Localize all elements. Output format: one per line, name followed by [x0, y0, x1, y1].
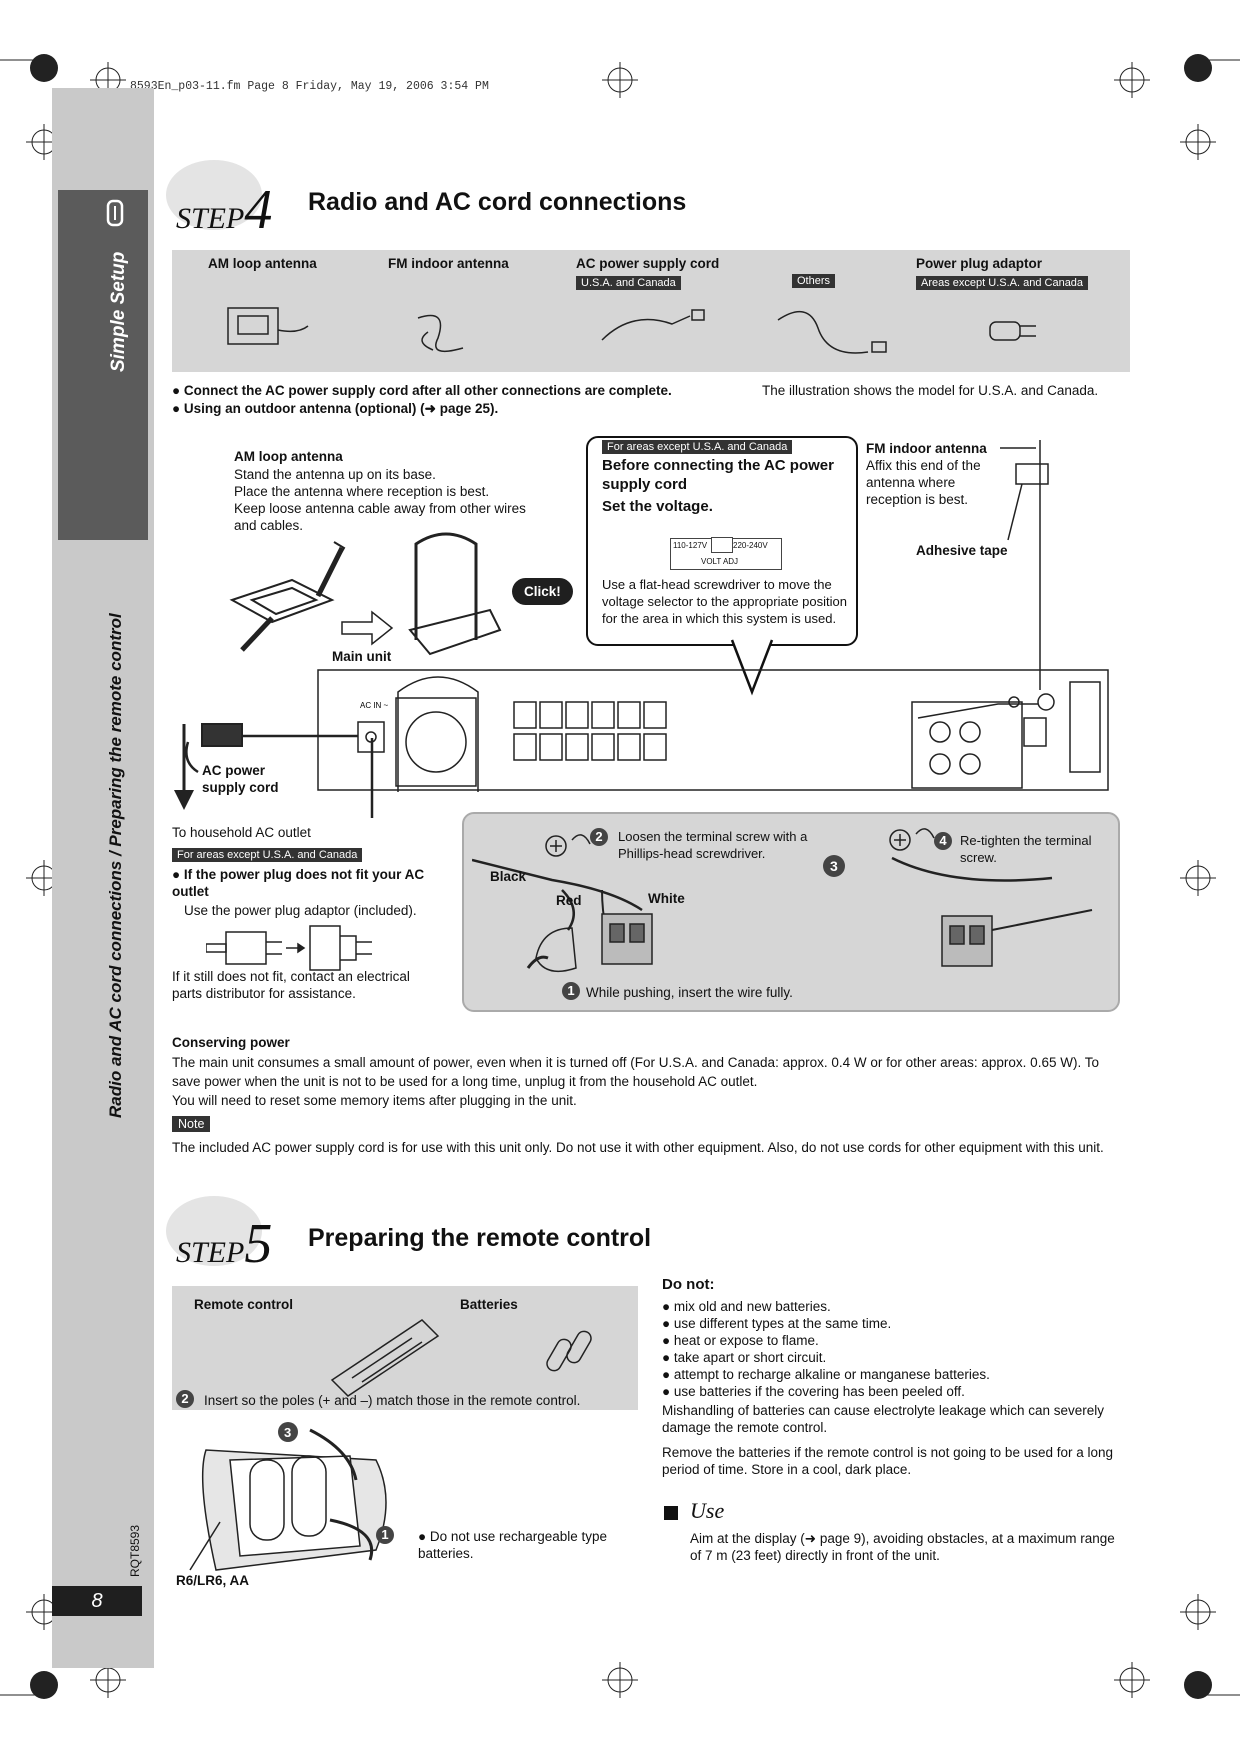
sidebar-tab	[58, 190, 148, 540]
accessories-box	[172, 250, 1130, 372]
wire-step-1-text: While pushing, insert the wire fully.	[586, 985, 793, 1000]
svg-text:AC IN ~: AC IN ~	[360, 701, 389, 710]
step4-heading: STEP4	[176, 179, 273, 241]
no-recharge: ● Do not use rechargeable type batteries…	[418, 1529, 608, 1561]
voltage-heading: Before connecting the AC power supply co…	[602, 457, 834, 493]
plug-bullet: ● If the power plug does not fit your AC…	[172, 867, 425, 899]
section-label: Radio and AC cord connections / Preparin…	[106, 613, 125, 1118]
remote-accessories-box	[172, 1286, 638, 1410]
use-bullet-square	[664, 1506, 678, 1520]
setup-icon	[100, 198, 130, 228]
insert-step-2: 2	[176, 1390, 194, 1408]
wire-connection-illustration: 3	[472, 828, 1093, 973]
fm-title: FM indoor antenna	[866, 441, 987, 456]
wire-connection-box	[462, 812, 1120, 1012]
remote-label: Remote control	[194, 1297, 294, 1312]
svg-text:3: 3	[284, 1425, 291, 1440]
connect-bullet: ● Connect the AC power supply cord after…	[172, 383, 672, 398]
conserving-title: Conserving power	[172, 1035, 290, 1050]
am-title: AM loop antenna	[234, 449, 343, 464]
note-label: Note	[172, 1116, 211, 1132]
acc-ac-tag: U.S.A. and Canada	[576, 276, 681, 290]
illustration-note: The illustration shows the model for U.S…	[762, 383, 1099, 398]
main-unit-rear-panel: AC IN ~	[185, 669, 1109, 818]
acc-ac-label: AC power supply cord	[576, 256, 720, 271]
insert-step-1: 1	[376, 1526, 394, 1544]
wire-step-2-text: Loosen the terminal screw with a Phillip…	[618, 829, 808, 861]
plug-tag: For areas except U.S.A. and Canada	[172, 848, 363, 862]
acc-adaptor-tag: Areas except U.S.A. and Canada	[916, 276, 1089, 290]
outdoor-bullet: ● Using an outdoor antenna (optional) (➜…	[172, 401, 499, 416]
simple-setup-label: Simple Setup	[108, 251, 129, 372]
wire-step-4-text: Re-tighten the terminal screw.	[960, 833, 1092, 865]
step-badge-bg	[166, 160, 262, 230]
am-line-1: Stand the antenna up on its base.	[234, 467, 436, 482]
do-not-item: ● attempt to recharge alkaline or mangan…	[662, 1367, 990, 1382]
do-not-item: ● heat or expose to flame.	[662, 1333, 819, 1348]
wire-step-2: 2	[590, 828, 608, 846]
wire-step-4: 4	[934, 832, 952, 850]
fm-desc: Affix this end of the antenna where rece…	[866, 458, 981, 507]
plug-adaptor-illustration	[206, 925, 372, 971]
use-title: Use	[690, 1498, 725, 1523]
note-text: The included AC power supply cord is for…	[172, 1140, 1104, 1155]
click-label: Click!	[512, 578, 573, 605]
wire-step-1: 1	[562, 982, 580, 1000]
accessories-illustrations	[227, 307, 1036, 354]
insert-text: Insert so the poles (+ and –) match thos…	[204, 1393, 581, 1408]
do-not-item: ● mix old and new batteries.	[662, 1299, 831, 1314]
svg-text:3: 3	[830, 858, 838, 874]
ac-power-label: AC power supply cord	[202, 763, 279, 795]
remote-batteries-illustration	[330, 1319, 592, 1397]
step4-title: Radio and AC cord connections	[308, 188, 687, 216]
plug-still: If it still does not fit, contact an ele…	[172, 969, 410, 1001]
fm-antenna-wire	[1000, 440, 1049, 690]
wire-black-label: Black	[490, 869, 527, 884]
conserving-p1: The main unit consumes a small amount of…	[172, 1055, 1099, 1089]
step5-badge-bg	[166, 1196, 262, 1266]
file-header: 8593En_p03-11.fm Page 8 Friday, May 19, …	[130, 80, 489, 93]
do-not-list: ● mix old and new batteries. ● use diffe…	[662, 1298, 1132, 1478]
do-not-title: Do not:	[662, 1276, 715, 1293]
do-not-item: ● take apart or short circuit.	[662, 1350, 827, 1365]
voltage-desc: Use a flat-head screwdriver to move the …	[602, 577, 847, 626]
acc-am-label: AM loop antenna	[208, 256, 317, 271]
page-number: 8	[52, 1586, 142, 1616]
wire-red-label: Red	[556, 893, 582, 908]
step5-heading: STEP5	[176, 1213, 273, 1275]
am-line-4: and cables.	[234, 518, 304, 533]
mishandling: Mishandling of batteries can cause elect…	[662, 1403, 1104, 1435]
voltage-tag: For areas except U.S.A. and Canada	[602, 440, 793, 454]
set-voltage: Set the voltage.	[602, 498, 713, 515]
batteries-label: Batteries	[460, 1297, 518, 1312]
doc-code: RQT8593	[128, 1524, 142, 1577]
to-outlet: To household AC outlet	[172, 825, 311, 840]
down-arrow	[174, 724, 194, 810]
am-antenna-illustration	[229, 532, 502, 656]
acc-others-tag: Others	[792, 274, 836, 288]
adhesive-tape-label: Adhesive tape	[916, 543, 1008, 558]
main-unit-label: Main unit	[332, 649, 392, 664]
wire-white-label: White	[648, 891, 685, 906]
battery-type: R6/LR6, AA	[176, 1573, 250, 1588]
voltage-selector: 110-127V 220-240V VOLT ADJ	[670, 537, 782, 570]
step5-title: Preparing the remote control	[308, 1224, 652, 1252]
callout-pointer	[730, 639, 774, 696]
remove-batteries: Remove the batteries if the remote contr…	[662, 1445, 1114, 1477]
plug-use: Use the power plug adaptor (included).	[184, 903, 417, 918]
acc-fm-label: FM indoor antenna	[388, 256, 509, 271]
acc-adaptor-label: Power plug adaptor	[916, 256, 1043, 271]
conserving-p2: You will need to reset some memory items…	[172, 1093, 577, 1108]
use-text: Aim at the display (➜ page 9), avoiding …	[690, 1531, 1115, 1563]
am-line-2: Place the antenna where reception is bes…	[234, 484, 490, 499]
am-line-3: Keep loose antenna cable away from other…	[234, 501, 526, 516]
do-not-item: ● use different types at the same time.	[662, 1316, 892, 1331]
battery-insertion-illustration: 3	[189, 1422, 387, 1571]
do-not-item: ● use batteries if the covering has been…	[662, 1384, 965, 1399]
